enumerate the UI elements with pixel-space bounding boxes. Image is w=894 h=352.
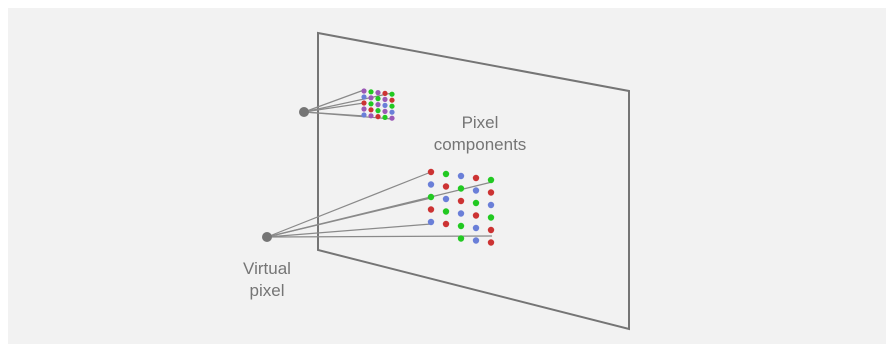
frustum-ray bbox=[266, 235, 493, 238]
pixel-component-dot bbox=[389, 91, 395, 97]
pixel-component-dot bbox=[375, 108, 381, 114]
pixel-component-dot bbox=[368, 95, 374, 101]
pixel-component-dot bbox=[375, 102, 381, 108]
pixel-component-dot bbox=[472, 237, 480, 244]
pixel-component-dot bbox=[389, 103, 395, 109]
pixel-component-dot bbox=[427, 218, 435, 226]
frustum-ray bbox=[266, 197, 432, 238]
pixel-components-label-line-2: components bbox=[433, 135, 527, 154]
pixel-component-dot bbox=[375, 114, 381, 120]
pixel-component-dot bbox=[368, 113, 374, 119]
virtual-pixel-label: Virtual pixel bbox=[222, 258, 312, 302]
pixel-component-dot bbox=[442, 183, 450, 190]
pixel-component-dot bbox=[457, 185, 465, 192]
virtual-pixel-label-line-2: pixel bbox=[249, 281, 285, 300]
pixel-components-label: Pixel components bbox=[420, 112, 540, 156]
pixel-component-dot bbox=[487, 214, 495, 221]
pixel-component-dot bbox=[487, 201, 495, 209]
pixel-component-dot bbox=[382, 114, 388, 120]
pixel-component-dot bbox=[487, 239, 495, 246]
pixel-component-dot bbox=[457, 222, 465, 230]
virtual-pixel-apex bbox=[262, 232, 272, 242]
pixel-component-dot bbox=[382, 108, 388, 114]
pixel-component-dot bbox=[457, 210, 465, 217]
large-frustum-rays bbox=[266, 171, 493, 238]
pixel-component-dot bbox=[472, 224, 480, 232]
pixel-component-dot bbox=[472, 212, 480, 219]
pixel-component-dot bbox=[361, 88, 367, 94]
pixel-component-dot bbox=[442, 170, 450, 178]
pixel-component-dot bbox=[361, 100, 367, 106]
camera-apex-small bbox=[299, 107, 309, 117]
pixel-component-dot bbox=[389, 109, 395, 115]
pixel-component-dot bbox=[472, 187, 480, 194]
pixel-component-dot bbox=[457, 172, 465, 180]
pixel-component-dot bbox=[368, 89, 374, 95]
pixel-component-dot bbox=[368, 107, 374, 113]
pixel-component-dot bbox=[368, 101, 374, 107]
pixel-component-dot bbox=[361, 94, 367, 100]
pixel-component-dot bbox=[382, 90, 388, 96]
pixel-component-dot bbox=[442, 220, 450, 228]
pixel-component-dot bbox=[382, 102, 388, 108]
pixel-component-dot bbox=[427, 181, 435, 188]
virtual-pixel-label-line-1: Virtual bbox=[243, 259, 291, 278]
pixel-component-dot bbox=[375, 90, 381, 96]
frustum-ray bbox=[266, 171, 432, 238]
pixel-component-dot bbox=[427, 193, 435, 201]
pixel-component-dot bbox=[487, 176, 495, 184]
pixel-component-dot bbox=[427, 206, 435, 213]
pixel-component-dot bbox=[457, 197, 465, 205]
pixel-component-dot bbox=[472, 174, 480, 182]
pixel-component-dot bbox=[382, 96, 388, 102]
pixel-component-dot bbox=[361, 106, 367, 112]
pixel-components-label-line-1: Pixel bbox=[461, 113, 499, 132]
pixel-component-dot bbox=[427, 168, 435, 176]
pixel-component-dot bbox=[389, 115, 395, 121]
pixel-component-dot bbox=[442, 208, 450, 215]
pixel-component-dot bbox=[487, 189, 495, 196]
large-pixel-grid bbox=[427, 168, 495, 246]
display-plane bbox=[317, 31, 630, 331]
pixel-component-dot bbox=[361, 112, 367, 118]
frustum-ray bbox=[303, 102, 365, 113]
pixel-component-dot bbox=[487, 226, 495, 234]
pixel-component-dot bbox=[472, 199, 480, 207]
pixel-component-dot bbox=[442, 195, 450, 203]
pixel-component-dot bbox=[375, 96, 381, 102]
pixel-component-dot bbox=[389, 97, 395, 103]
pixel-component-dot bbox=[457, 235, 465, 242]
frustum-ray bbox=[266, 223, 432, 238]
small-pixel-grid bbox=[361, 88, 395, 121]
frustum-ray bbox=[303, 89, 365, 113]
